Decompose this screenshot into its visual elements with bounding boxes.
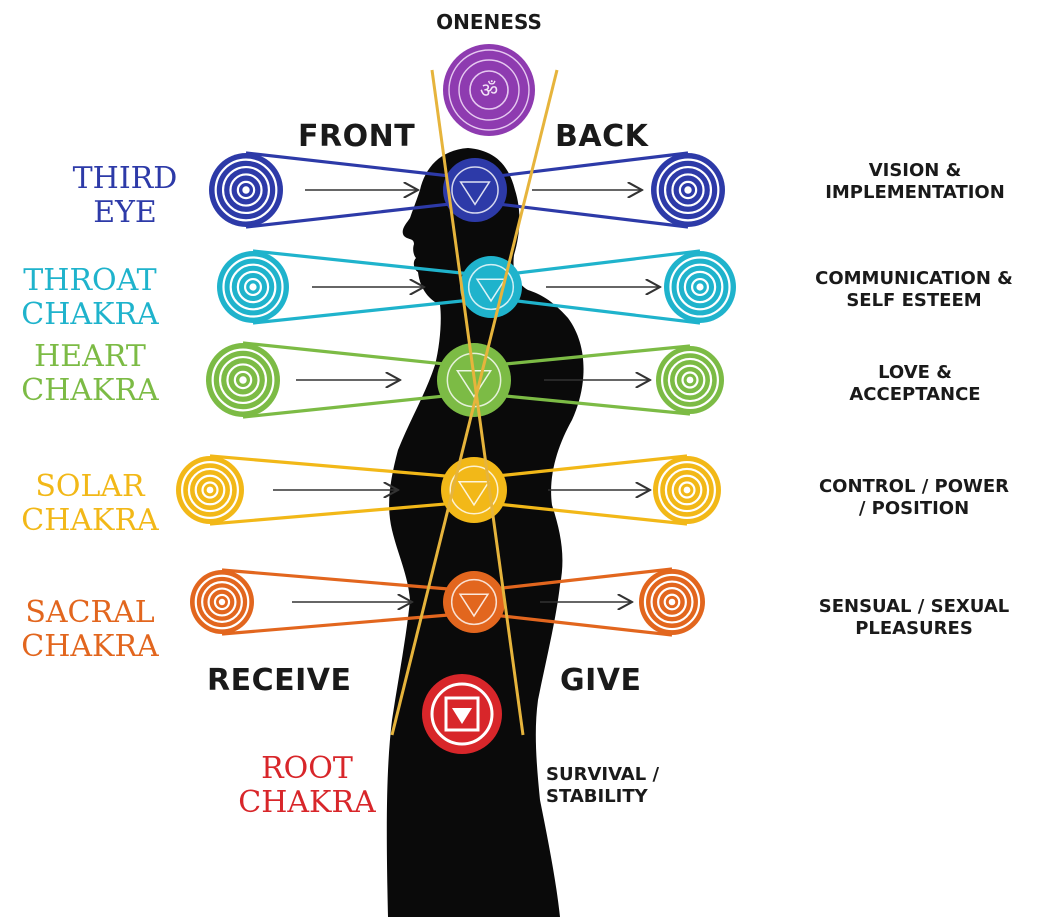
heart-description-line1: LOVE & xyxy=(765,362,1064,384)
sacral-chakra-name-line2: CHAKRA xyxy=(0,630,180,664)
throat-back-spiral-icon xyxy=(664,251,736,323)
third-eye-back-spiral-icon xyxy=(651,153,725,227)
third-eye-name: THIRD EYE xyxy=(55,162,195,230)
throat-description-line2: SELF ESTEEM xyxy=(764,290,1064,312)
crown-chakra: ॐ xyxy=(443,44,535,136)
throat-description: COMMUNICATION & SELF ESTEEM xyxy=(764,268,1064,312)
throat-chakra-name-line1: THROAT xyxy=(0,264,180,298)
solar-chakra-name-line2: CHAKRA xyxy=(0,504,180,538)
throat-chakra-name: THROAT CHAKRA xyxy=(0,264,180,332)
back-label: BACK xyxy=(555,122,648,152)
heart-description-line2: ACCEPTANCE xyxy=(765,384,1064,406)
sacral-description-line2: PLEASURES xyxy=(764,618,1064,640)
root-chakra xyxy=(422,674,502,754)
front-label: FRONT xyxy=(298,122,415,152)
oneness-label: ONENESS xyxy=(389,12,589,32)
solar-back-spiral-icon xyxy=(653,456,721,524)
give-label: GIVE xyxy=(560,666,642,696)
throat-description-line1: COMMUNICATION & xyxy=(764,268,1064,290)
third-eye-name-line2: EYE xyxy=(55,196,195,230)
svg-text:ॐ: ॐ xyxy=(480,78,498,102)
receive-label: RECEIVE xyxy=(207,666,351,696)
heart-chakra-name: HEART CHAKRA xyxy=(0,340,180,408)
root-chakra-name-line1: ROOT xyxy=(222,752,392,786)
root-chakra-name-line2: CHAKRA xyxy=(222,786,392,820)
heart-chakra-name-line1: HEART xyxy=(0,340,180,374)
third-eye-name-line1: THIRD xyxy=(55,162,195,196)
solar-description-line2: / POSITION xyxy=(764,498,1064,520)
solar-chakra-name-line1: SOLAR xyxy=(0,470,180,504)
third-eye-description: VISION & IMPLEMENTATION xyxy=(765,160,1064,204)
root-description-line1: SURVIVAL / xyxy=(546,764,659,786)
sacral-front-spiral-icon xyxy=(190,570,254,634)
third-eye-description-line1: VISION & xyxy=(765,160,1064,182)
solar-description: CONTROL / POWER / POSITION xyxy=(764,476,1064,520)
throat-front-spiral-icon xyxy=(217,251,289,323)
root-chakra-name: ROOT CHAKRA xyxy=(222,752,392,820)
sacral-chakra-name: SACRAL CHAKRA xyxy=(0,596,180,664)
root-description-line2: STABILITY xyxy=(546,786,659,808)
solar-chakra-name: SOLAR CHAKRA xyxy=(0,470,180,538)
sacral-back-spiral-icon xyxy=(639,569,705,635)
heart-description: LOVE & ACCEPTANCE xyxy=(765,362,1064,406)
heart-chakra xyxy=(206,343,724,417)
heart-chakra-name-line2: CHAKRA xyxy=(0,374,180,408)
heart-front-spiral-icon xyxy=(206,343,280,417)
throat-chakra-name-line2: CHAKRA xyxy=(0,298,180,332)
sacral-description-line1: SENSUAL / SEXUAL xyxy=(764,596,1064,618)
solar-front-spiral-icon xyxy=(176,456,244,524)
sacral-description: SENSUAL / SEXUAL PLEASURES xyxy=(764,596,1064,640)
throat-chakra xyxy=(217,251,736,323)
solar-description-line1: CONTROL / POWER xyxy=(764,476,1064,498)
root-description: SURVIVAL / STABILITY xyxy=(546,764,659,808)
third-eye-description-line2: IMPLEMENTATION xyxy=(765,182,1064,204)
third-eye-chakra xyxy=(209,153,725,227)
heart-back-spiral-icon xyxy=(656,346,724,414)
third-eye-front-spiral-icon xyxy=(209,153,283,227)
sacral-chakra-name-line1: SACRAL xyxy=(0,596,180,630)
